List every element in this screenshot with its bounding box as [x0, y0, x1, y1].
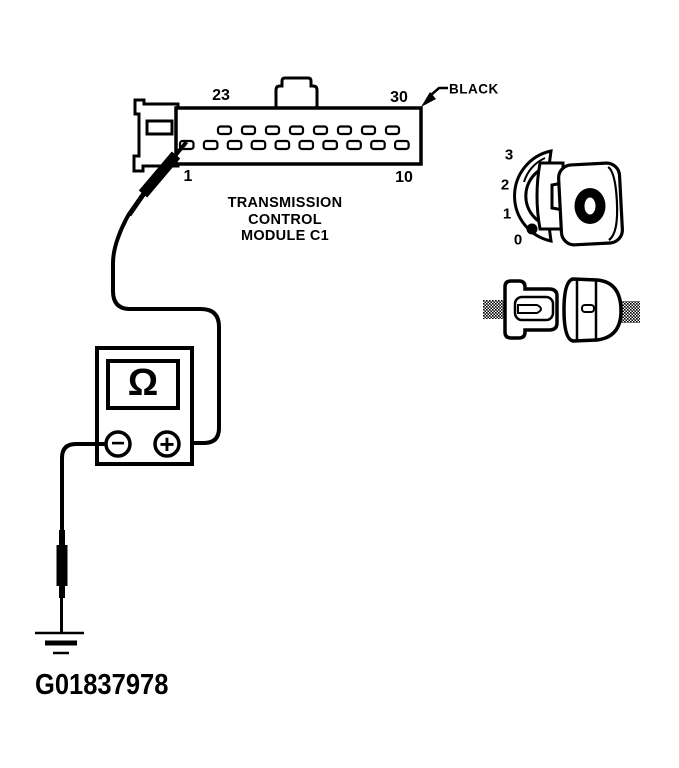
connector-pin-slot	[264, 125, 281, 136]
connector-top-pin-row	[216, 125, 401, 136]
connector-pin-slot	[216, 125, 233, 136]
positive-lead-wire	[111, 213, 221, 445]
connector-pin-slot	[202, 139, 219, 151]
test-probe-positive-icon	[126, 140, 189, 217]
ignition-position-2: 2	[500, 176, 510, 194]
pin-label-30: 30	[390, 89, 408, 106]
tcm-connector-graphic	[132, 76, 423, 173]
positive-terminal-label: +	[159, 429, 175, 459]
connector-pin-slot	[226, 139, 243, 151]
module-caption-line3: MODULE C1	[240, 228, 330, 244]
connector-pin-slot	[360, 125, 377, 136]
ignition-key-icon	[513, 149, 624, 247]
negative-terminal-label: −	[110, 430, 126, 457]
connector-pin-slot	[346, 139, 362, 151]
connector-pin-slot	[370, 139, 386, 151]
right-wire-stub	[620, 301, 640, 323]
black-label-arrow	[421, 86, 448, 107]
pin-label-10: 10	[395, 169, 413, 186]
connector-pin-slot	[250, 139, 267, 151]
wire-color-label: BLACK	[449, 81, 499, 97]
pin-label-23: 23	[212, 87, 230, 104]
connector-pin-slot	[298, 139, 315, 151]
connector-pin-slot	[312, 125, 329, 136]
ignition-position-0: 0	[513, 231, 523, 249]
test-probe-negative-icon	[56, 530, 68, 632]
connector-pin-slot	[274, 139, 291, 151]
ohmmeter-graphic	[95, 346, 194, 466]
connector-pin-slot	[240, 125, 257, 136]
positive-terminal-icon	[153, 430, 181, 458]
connector-pin-slot	[384, 125, 401, 136]
inline-connector-pair-icon	[483, 277, 640, 343]
position-marker-dot	[526, 223, 538, 235]
ground-icon	[35, 631, 84, 655]
omega-symbol: Ω	[127, 362, 159, 404]
connector-pin-slot	[394, 139, 410, 151]
figure-id: G01837978	[35, 669, 169, 701]
left-wire-stub	[483, 300, 507, 319]
ignition-position-3: 3	[504, 146, 514, 164]
pin-label-1: 1	[183, 168, 193, 185]
ignition-position-1: 1	[502, 205, 512, 223]
connector-pin-slot	[288, 125, 305, 136]
negative-lead-wire	[60, 442, 106, 532]
connector-pin-slot	[336, 125, 353, 136]
module-caption: TRANSMISSION CONTROL MODULE C1	[228, 195, 343, 245]
module-caption-line2: CONTROL	[248, 211, 322, 228]
connector-pin-slot	[322, 139, 338, 151]
module-caption-line1: TRANSMISSION	[227, 195, 343, 211]
